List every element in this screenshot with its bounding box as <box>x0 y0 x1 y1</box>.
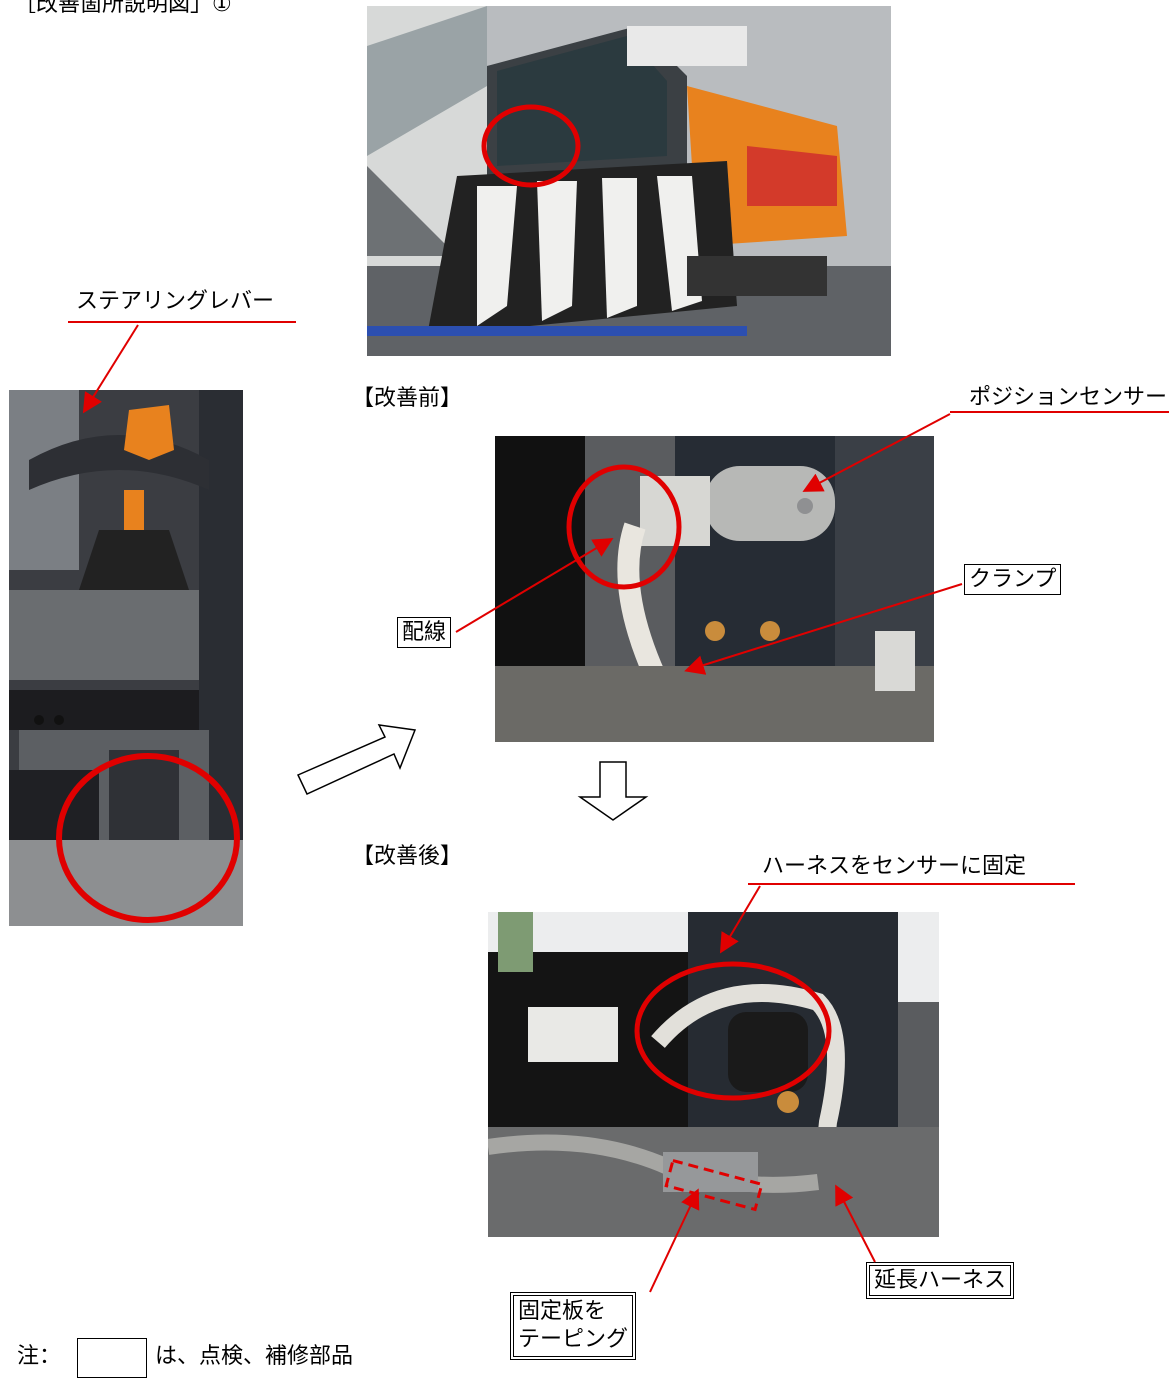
arrow-down-icon <box>577 761 649 821</box>
after-heading: 【改善後】 <box>352 844 463 869</box>
steering-lever-label: ステアリングレバー <box>76 289 275 314</box>
fixing-plate-line2: テーピング <box>518 1327 629 1353</box>
clamp-label: クランプ <box>964 564 1062 596</box>
before-heading: 【改善前】 <box>352 386 463 411</box>
harness-fixed-label: ハーネスをセンサーに固定 <box>762 854 1027 879</box>
note-box-sample <box>77 1338 147 1378</box>
after-improvement-photo <box>488 912 939 1237</box>
wiring-label: 配線 <box>397 617 452 649</box>
extension-harness-label: 延長ハーネス <box>866 1262 1015 1300</box>
steering-lever-photo <box>9 390 243 926</box>
combine-harvester-photo <box>367 6 891 356</box>
page-title: ［改善箇所説明図」① <box>14 0 232 17</box>
fixing-plate-line1: 固定板を <box>518 1299 607 1324</box>
arrow-right-icon <box>296 724 417 795</box>
fixing-plate-taping-label: 固定板を テーピング <box>510 1292 637 1361</box>
note-text: は、点検、補修部品 <box>155 1344 354 1369</box>
before-improvement-photo <box>495 436 934 742</box>
note-prefix: 注： <box>17 1344 62 1369</box>
position-sensor-label: ポジションセンサー <box>969 385 1168 410</box>
